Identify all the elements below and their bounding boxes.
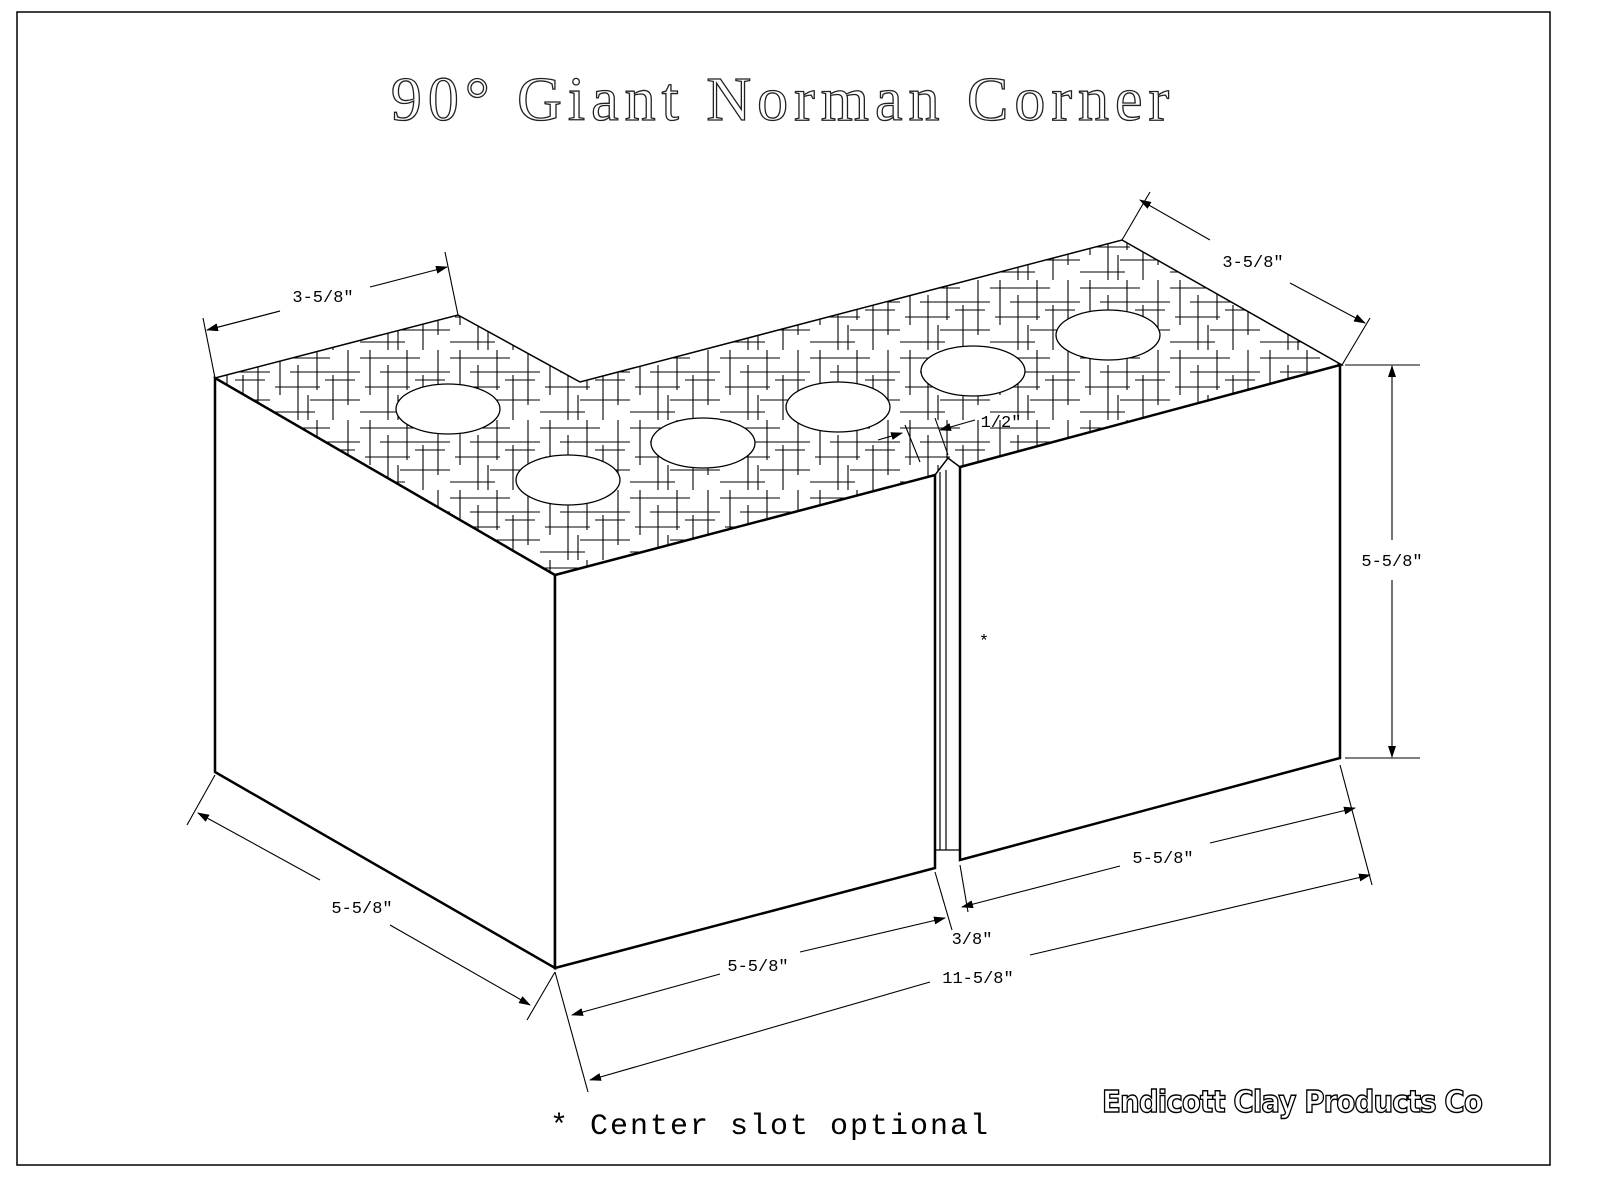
dim-front-left-length: 5-5/8" xyxy=(727,958,788,977)
front-left-face xyxy=(553,473,937,970)
drawing-title: 90° Giant Norman Corner xyxy=(391,66,1175,134)
slot-marker: * xyxy=(979,633,989,652)
dim-right-length: 5-5/8" xyxy=(1132,850,1193,869)
right-face xyxy=(958,363,1342,862)
core-hole xyxy=(395,383,501,435)
core-hole xyxy=(1055,309,1161,361)
dim-height: 5-5/8" xyxy=(1361,553,1422,572)
company-logo: Endicott Clay Products Co xyxy=(1102,1085,1482,1120)
dim-slot-gap: 3/8" xyxy=(952,931,993,950)
core-hole xyxy=(920,345,1026,397)
dim-top-right-depth: 3-5/8" xyxy=(1222,254,1283,273)
dim-total-length: 11-5/8" xyxy=(942,970,1013,989)
dim-return-length: 5-5/8" xyxy=(331,900,392,919)
core-hole xyxy=(785,381,891,433)
core-hole xyxy=(515,454,621,506)
center-slot xyxy=(935,470,960,851)
dim-top-left-depth: 3-5/8" xyxy=(292,289,353,308)
dimension-labels: 3-5/8" 3-5/8" 1/2" 5-5/8" 5-5/8" 11-5/8"… xyxy=(292,254,1422,989)
dimension-lines xyxy=(186,191,1420,1093)
footnote: * Center slot optional xyxy=(550,1110,990,1144)
drawing-border xyxy=(16,11,1551,1166)
core-hole xyxy=(650,417,756,469)
dim-slot-width-top: 1/2" xyxy=(981,414,1022,433)
core-holes xyxy=(395,309,1161,506)
